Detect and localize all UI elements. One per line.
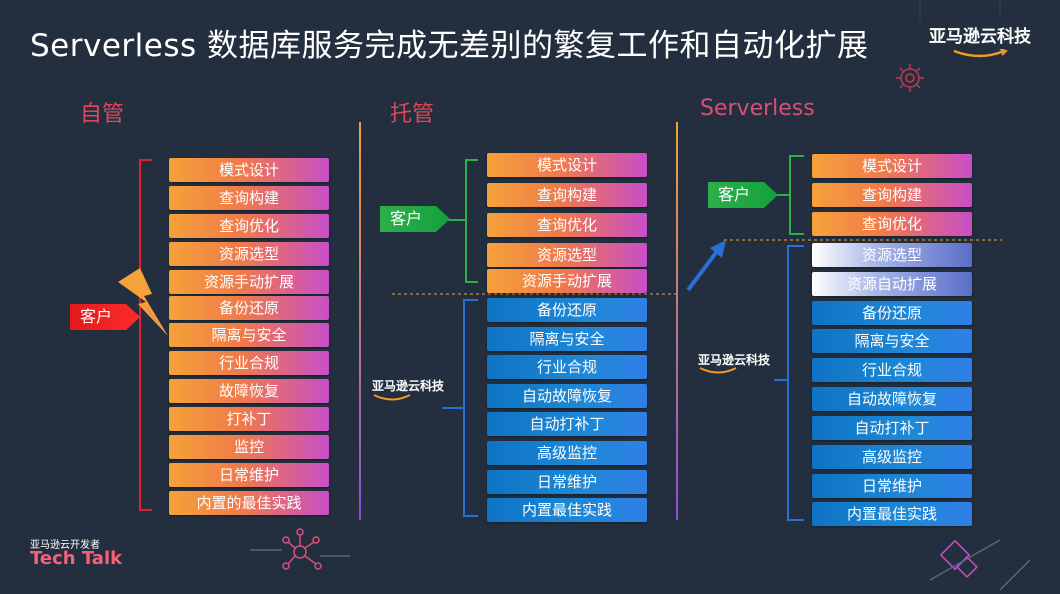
managed-logo-smile [373, 394, 411, 401]
serverless-provider-logo: 亚马逊云科技 [698, 353, 771, 367]
list-item: 资源选型 [812, 243, 972, 267]
managed-provider-logo: 亚马逊云科技 [372, 379, 445, 393]
list-item: 查询构建 [169, 186, 329, 210]
heading-self-managed: 自管 [80, 102, 125, 127]
serverless-provider-bracket [774, 245, 804, 521]
heading-managed: 托管 [390, 102, 435, 127]
chip-icon [929, 539, 1031, 591]
serverless-logo-smile [699, 367, 737, 374]
list-item: 行业合规 [812, 358, 972, 382]
managed-customer-bracket [446, 159, 478, 283]
footer-event: Tech Talk [30, 548, 123, 569]
list-item: 高级监控 [812, 445, 972, 469]
slide-title: Serverless 数据库服务完成无差别的繁复工作和自动化扩展 [30, 28, 869, 64]
lightning-icon [118, 268, 168, 336]
list-item: 日常维护 [487, 470, 647, 494]
list-item: 模式设计 [169, 158, 329, 182]
list-item: 备份还原 [487, 298, 647, 322]
footer-subtitle: 亚马逊云开发者 [30, 540, 100, 551]
list-item: 资源选型 [169, 242, 329, 266]
list-item: 打补丁 [169, 407, 329, 431]
list-item: 高级监控 [487, 441, 647, 465]
smile-arrow-icon [953, 49, 1008, 58]
list-item: 隔离与安全 [169, 323, 329, 347]
list-item: 模式设计 [812, 154, 972, 178]
list-item: 查询优化 [812, 212, 972, 236]
list-item: 查询构建 [487, 183, 647, 207]
column-divider-2 [676, 122, 678, 520]
list-item: 内置最佳实践 [487, 498, 647, 522]
list-item: 自动故障恢复 [812, 387, 972, 411]
list-item: 模式设计 [487, 153, 647, 177]
network-icon [250, 528, 350, 570]
list-item: 自动故障恢复 [487, 384, 647, 408]
list-item: 备份还原 [169, 296, 329, 320]
brand-logo: 亚马逊云科技 [916, 22, 1044, 59]
list-item: 内置最佳实践 [812, 502, 972, 526]
list-item: 日常维护 [812, 474, 972, 498]
list-item: 查询优化 [487, 213, 647, 237]
brand-name: 亚马逊云科技 [929, 27, 1031, 47]
list-item: 隔离与安全 [812, 329, 972, 353]
list-item: 隔离与安全 [487, 327, 647, 351]
up-arrow-icon [686, 240, 726, 292]
list-item: 备份还原 [812, 301, 972, 325]
list-item: 资源自动扩展 [812, 272, 972, 296]
heading-serverless: Serverless [700, 96, 815, 121]
list-item: 查询优化 [169, 214, 329, 238]
managed-provider-bracket [442, 299, 478, 517]
list-item: 资源手动扩展 [169, 270, 329, 294]
list-item: 自动打补丁 [487, 412, 647, 436]
customer-tag-self: 客户 [70, 304, 140, 330]
list-item: 监控 [169, 435, 329, 459]
list-item: 内置的最佳实践 [169, 491, 329, 515]
list-item: 资源手动扩展 [487, 269, 647, 293]
list-item: 资源选型 [487, 243, 647, 267]
list-item: 故障恢复 [169, 379, 329, 403]
column-divider-1 [359, 122, 361, 520]
self-bracket [130, 159, 152, 511]
list-item: 行业合规 [487, 355, 647, 379]
list-item: 自动打补丁 [812, 416, 972, 440]
customer-tag-serverless: 客户 [708, 182, 778, 208]
list-item: 日常维护 [169, 463, 329, 487]
customer-tag-managed: 客户 [380, 206, 450, 232]
list-item: 查询构建 [812, 183, 972, 207]
gear-icon [896, 64, 924, 92]
list-item: 行业合规 [169, 351, 329, 375]
